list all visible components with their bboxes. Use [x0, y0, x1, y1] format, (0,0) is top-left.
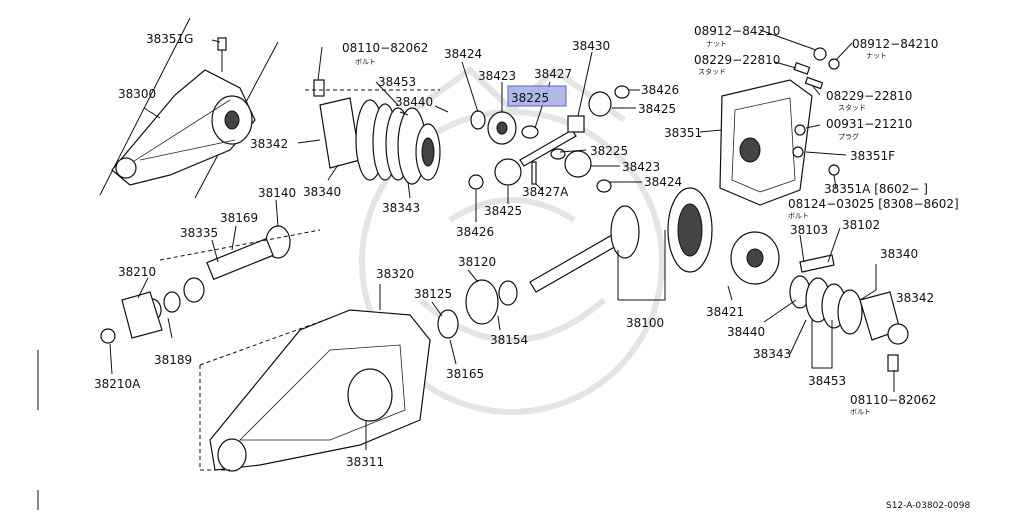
label-38320[interactable]: 38320	[376, 267, 414, 281]
label-38225-selected[interactable]: 38225	[511, 91, 549, 105]
label-38421[interactable]: 38421	[706, 305, 744, 319]
label-38426-lower[interactable]: 38426	[456, 225, 494, 239]
label-08912-84210-right[interactable]: 08912−84210	[852, 37, 938, 51]
label-38300[interactable]: 38300	[118, 87, 156, 101]
label-38425-lower[interactable]: 38425	[484, 204, 522, 218]
part-labels: 38351G 38300 08110−82062 ボルト 38424 38453…	[94, 24, 970, 511]
upper-left-bearing-stack	[305, 79, 441, 185]
label-38426-top[interactable]: 38426	[641, 83, 679, 97]
label-08124-03025[interactable]: 08124−03025 [8308−8602]	[788, 197, 959, 211]
selected-part-highlight[interactable]	[507, 85, 567, 107]
label-08229-22810-right[interactable]: 08229−22810	[826, 89, 912, 103]
rear-cover	[719, 47, 840, 206]
label-38340-top[interactable]: 38340	[303, 185, 341, 199]
label-38140[interactable]: 38140	[258, 186, 296, 200]
label-08229-22810-left[interactable]: 08229−22810	[694, 53, 780, 67]
label-00931-21210[interactable]: 00931−21210	[826, 117, 912, 131]
label-38440-top[interactable]: 38440	[395, 95, 433, 109]
label-38424-top[interactable]: 38424	[444, 47, 482, 61]
diff-carrier	[199, 279, 518, 472]
label-38340-lower[interactable]: 38340	[880, 247, 918, 261]
label-38343-top[interactable]: 38343	[382, 201, 420, 215]
label-stud-jp-left: スタッド	[698, 67, 726, 76]
label-stud-jp-right: スタッド	[838, 103, 866, 112]
label-38427[interactable]: 38427	[534, 67, 572, 81]
side-gear-group	[468, 85, 630, 193]
label-nut-jp-left: ナット	[706, 40, 727, 48]
label-bolt-jp-lower: ボルト	[850, 408, 871, 416]
label-38225-lower[interactable]: 38225	[590, 144, 628, 158]
label-38100[interactable]: 38100	[626, 316, 664, 330]
label-38335[interactable]: 38335	[180, 226, 218, 240]
label-38351A[interactable]: 38351A [8602− ]	[824, 182, 928, 196]
ring-gear-assembly	[529, 187, 909, 372]
label-38427A[interactable]: 38427A	[522, 185, 569, 199]
label-38453-lower[interactable]: 38453	[808, 374, 846, 388]
label-38440-lower[interactable]: 38440	[727, 325, 765, 339]
label-38343-lower[interactable]: 38343	[753, 347, 791, 361]
label-bolt-jp-top: ボルト	[355, 58, 376, 66]
inset-assembly	[99, 17, 279, 199]
label-38311[interactable]: 38311	[346, 455, 384, 469]
label-38425-top[interactable]: 38425	[638, 102, 676, 116]
label-08110-82062-lower[interactable]: 08110−82062	[850, 393, 936, 407]
label-08110-82062-top[interactable]: 08110−82062	[342, 41, 428, 55]
label-38351F[interactable]: 38351F	[850, 149, 895, 163]
label-38210[interactable]: 38210	[118, 265, 156, 279]
label-38430[interactable]: 38430	[572, 39, 610, 53]
diagram-code: S12-A-03802-0098	[886, 501, 970, 511]
leader-lines	[109, 29, 895, 450]
label-38423-lower[interactable]: 38423	[622, 160, 660, 174]
label-08912-84210-left[interactable]: 08912−84210	[694, 24, 780, 38]
label-38342-top[interactable]: 38342	[250, 137, 288, 151]
label-38169[interactable]: 38169	[220, 211, 258, 225]
label-38424-lower[interactable]: 38424	[644, 175, 682, 189]
label-38165[interactable]: 38165	[446, 367, 484, 381]
label-38154[interactable]: 38154	[490, 333, 528, 347]
label-plug-jp: プラグ	[838, 132, 859, 141]
label-38102[interactable]: 38102	[842, 218, 880, 232]
label-38423-top[interactable]: 38423	[478, 69, 516, 83]
label-38453-top[interactable]: 38453	[378, 75, 416, 89]
label-38189[interactable]: 38189	[154, 353, 192, 367]
label-38351[interactable]: 38351	[664, 126, 702, 140]
label-38120[interactable]: 38120	[458, 255, 496, 269]
axle-parts	[100, 225, 321, 344]
label-38125[interactable]: 38125	[414, 287, 452, 301]
label-38210A[interactable]: 38210A	[94, 377, 141, 391]
label-bolt-jp-mid: ボルト	[788, 212, 809, 220]
label-38342-lower[interactable]: 38342	[896, 291, 934, 305]
label-38103[interactable]: 38103	[790, 223, 828, 237]
label-38351G[interactable]: 38351G	[146, 32, 193, 46]
label-nut-jp-right: ナット	[866, 52, 887, 60]
